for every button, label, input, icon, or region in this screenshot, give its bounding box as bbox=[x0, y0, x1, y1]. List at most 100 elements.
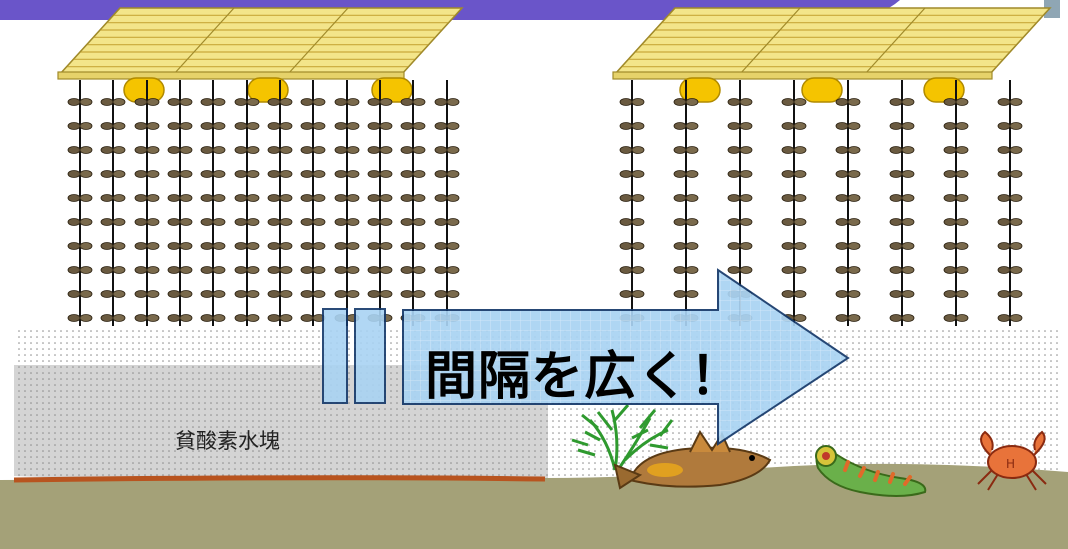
oyster-cluster bbox=[434, 170, 460, 178]
oyster-cluster bbox=[997, 242, 1023, 250]
oyster-cluster bbox=[100, 314, 126, 322]
oyster-cluster bbox=[997, 98, 1023, 106]
float-buoy bbox=[801, 77, 843, 103]
raft-right bbox=[612, 7, 1052, 103]
oyster-cluster bbox=[943, 314, 969, 322]
header-corner-mark bbox=[1044, 0, 1060, 18]
oyster-cluster bbox=[234, 146, 260, 154]
oyster-cluster bbox=[134, 194, 160, 202]
oyster-cluster bbox=[267, 170, 293, 178]
oyster-cluster bbox=[67, 290, 93, 298]
oyster-cluster bbox=[234, 98, 260, 106]
oyster-cluster bbox=[67, 266, 93, 274]
oyster-cluster bbox=[619, 194, 645, 202]
oyster-cluster bbox=[67, 314, 93, 322]
oyster-cluster bbox=[234, 242, 260, 250]
oyster-cluster bbox=[167, 242, 193, 250]
oyster-cluster bbox=[673, 146, 699, 154]
oyster-cluster bbox=[367, 122, 393, 130]
oyster-cluster bbox=[943, 290, 969, 298]
oyster-cluster bbox=[400, 290, 426, 298]
oyster-cluster bbox=[997, 170, 1023, 178]
oyster-cluster bbox=[835, 146, 861, 154]
oyster-cluster bbox=[200, 290, 226, 298]
oyster-cluster bbox=[167, 194, 193, 202]
oyster-cluster bbox=[200, 242, 226, 250]
oyster-cluster bbox=[334, 290, 360, 298]
oyster-cluster bbox=[300, 218, 326, 226]
oyster-cluster bbox=[334, 218, 360, 226]
oyster-cluster bbox=[134, 146, 160, 154]
oyster-cluster bbox=[835, 194, 861, 202]
oyster-cluster bbox=[134, 242, 160, 250]
oyster-cluster bbox=[400, 266, 426, 274]
oyster-cluster bbox=[300, 290, 326, 298]
oyster-cluster bbox=[234, 266, 260, 274]
oyster-cluster bbox=[234, 290, 260, 298]
oyster-cluster bbox=[267, 266, 293, 274]
oyster-cluster bbox=[367, 290, 393, 298]
raft-deck bbox=[613, 7, 1052, 75]
oyster-cluster bbox=[889, 146, 915, 154]
oyster-cluster bbox=[400, 242, 426, 250]
oyster-cluster bbox=[727, 218, 753, 226]
oyster-cluster bbox=[619, 290, 645, 298]
oyster-cluster bbox=[943, 170, 969, 178]
oyster-cluster bbox=[100, 122, 126, 130]
oyster-cluster bbox=[67, 170, 93, 178]
oyster-cluster bbox=[400, 194, 426, 202]
oyster-cluster bbox=[781, 266, 807, 274]
oyster-cluster bbox=[889, 290, 915, 298]
oyster-cluster bbox=[67, 146, 93, 154]
oyster-cluster bbox=[334, 266, 360, 274]
oyster-cluster bbox=[619, 266, 645, 274]
oyster-cluster bbox=[100, 170, 126, 178]
oyster-cluster bbox=[200, 194, 226, 202]
oyster-cluster bbox=[434, 242, 460, 250]
oyster-cluster bbox=[234, 194, 260, 202]
oyster-cluster bbox=[727, 122, 753, 130]
oyster-cluster bbox=[267, 146, 293, 154]
oyster-cluster bbox=[300, 242, 326, 250]
oyster-cluster bbox=[673, 242, 699, 250]
oyster-cluster bbox=[434, 146, 460, 154]
oyster-cluster bbox=[619, 218, 645, 226]
oyster-cluster bbox=[781, 242, 807, 250]
oyster-cluster bbox=[943, 266, 969, 274]
oyster-cluster bbox=[267, 290, 293, 298]
oyster-cluster bbox=[889, 194, 915, 202]
arrow-callout bbox=[322, 268, 850, 446]
sediment-layer bbox=[13, 475, 546, 483]
oyster-cluster bbox=[943, 218, 969, 226]
oyster-cluster bbox=[134, 218, 160, 226]
oyster-cluster bbox=[997, 194, 1023, 202]
oyster-ropes-left bbox=[67, 80, 460, 326]
oyster-cluster bbox=[997, 146, 1023, 154]
oyster-cluster bbox=[100, 98, 126, 106]
oyster-cluster bbox=[334, 146, 360, 154]
oyster-cluster bbox=[134, 122, 160, 130]
oyster-ropes-right bbox=[619, 80, 1023, 326]
oyster-cluster bbox=[167, 170, 193, 178]
oyster-cluster bbox=[835, 242, 861, 250]
oyster-cluster bbox=[100, 218, 126, 226]
oyster-cluster bbox=[673, 98, 699, 106]
oyster-cluster bbox=[835, 314, 861, 322]
oyster-cluster bbox=[781, 170, 807, 178]
oyster-cluster bbox=[835, 98, 861, 106]
float-buoy bbox=[123, 77, 165, 103]
oyster-cluster bbox=[134, 98, 160, 106]
oyster-cluster bbox=[300, 194, 326, 202]
oyster-cluster bbox=[619, 146, 645, 154]
oyster-cluster bbox=[100, 290, 126, 298]
oyster-cluster bbox=[997, 218, 1023, 226]
oyster-cluster bbox=[367, 218, 393, 226]
sea-cucumber-icon bbox=[815, 445, 927, 497]
oyster-cluster bbox=[434, 194, 460, 202]
oyster-cluster bbox=[234, 314, 260, 322]
oyster-cluster bbox=[619, 242, 645, 250]
oyster-cluster bbox=[781, 290, 807, 298]
svg-text:H: H bbox=[1006, 457, 1015, 471]
oyster-cluster bbox=[234, 218, 260, 226]
